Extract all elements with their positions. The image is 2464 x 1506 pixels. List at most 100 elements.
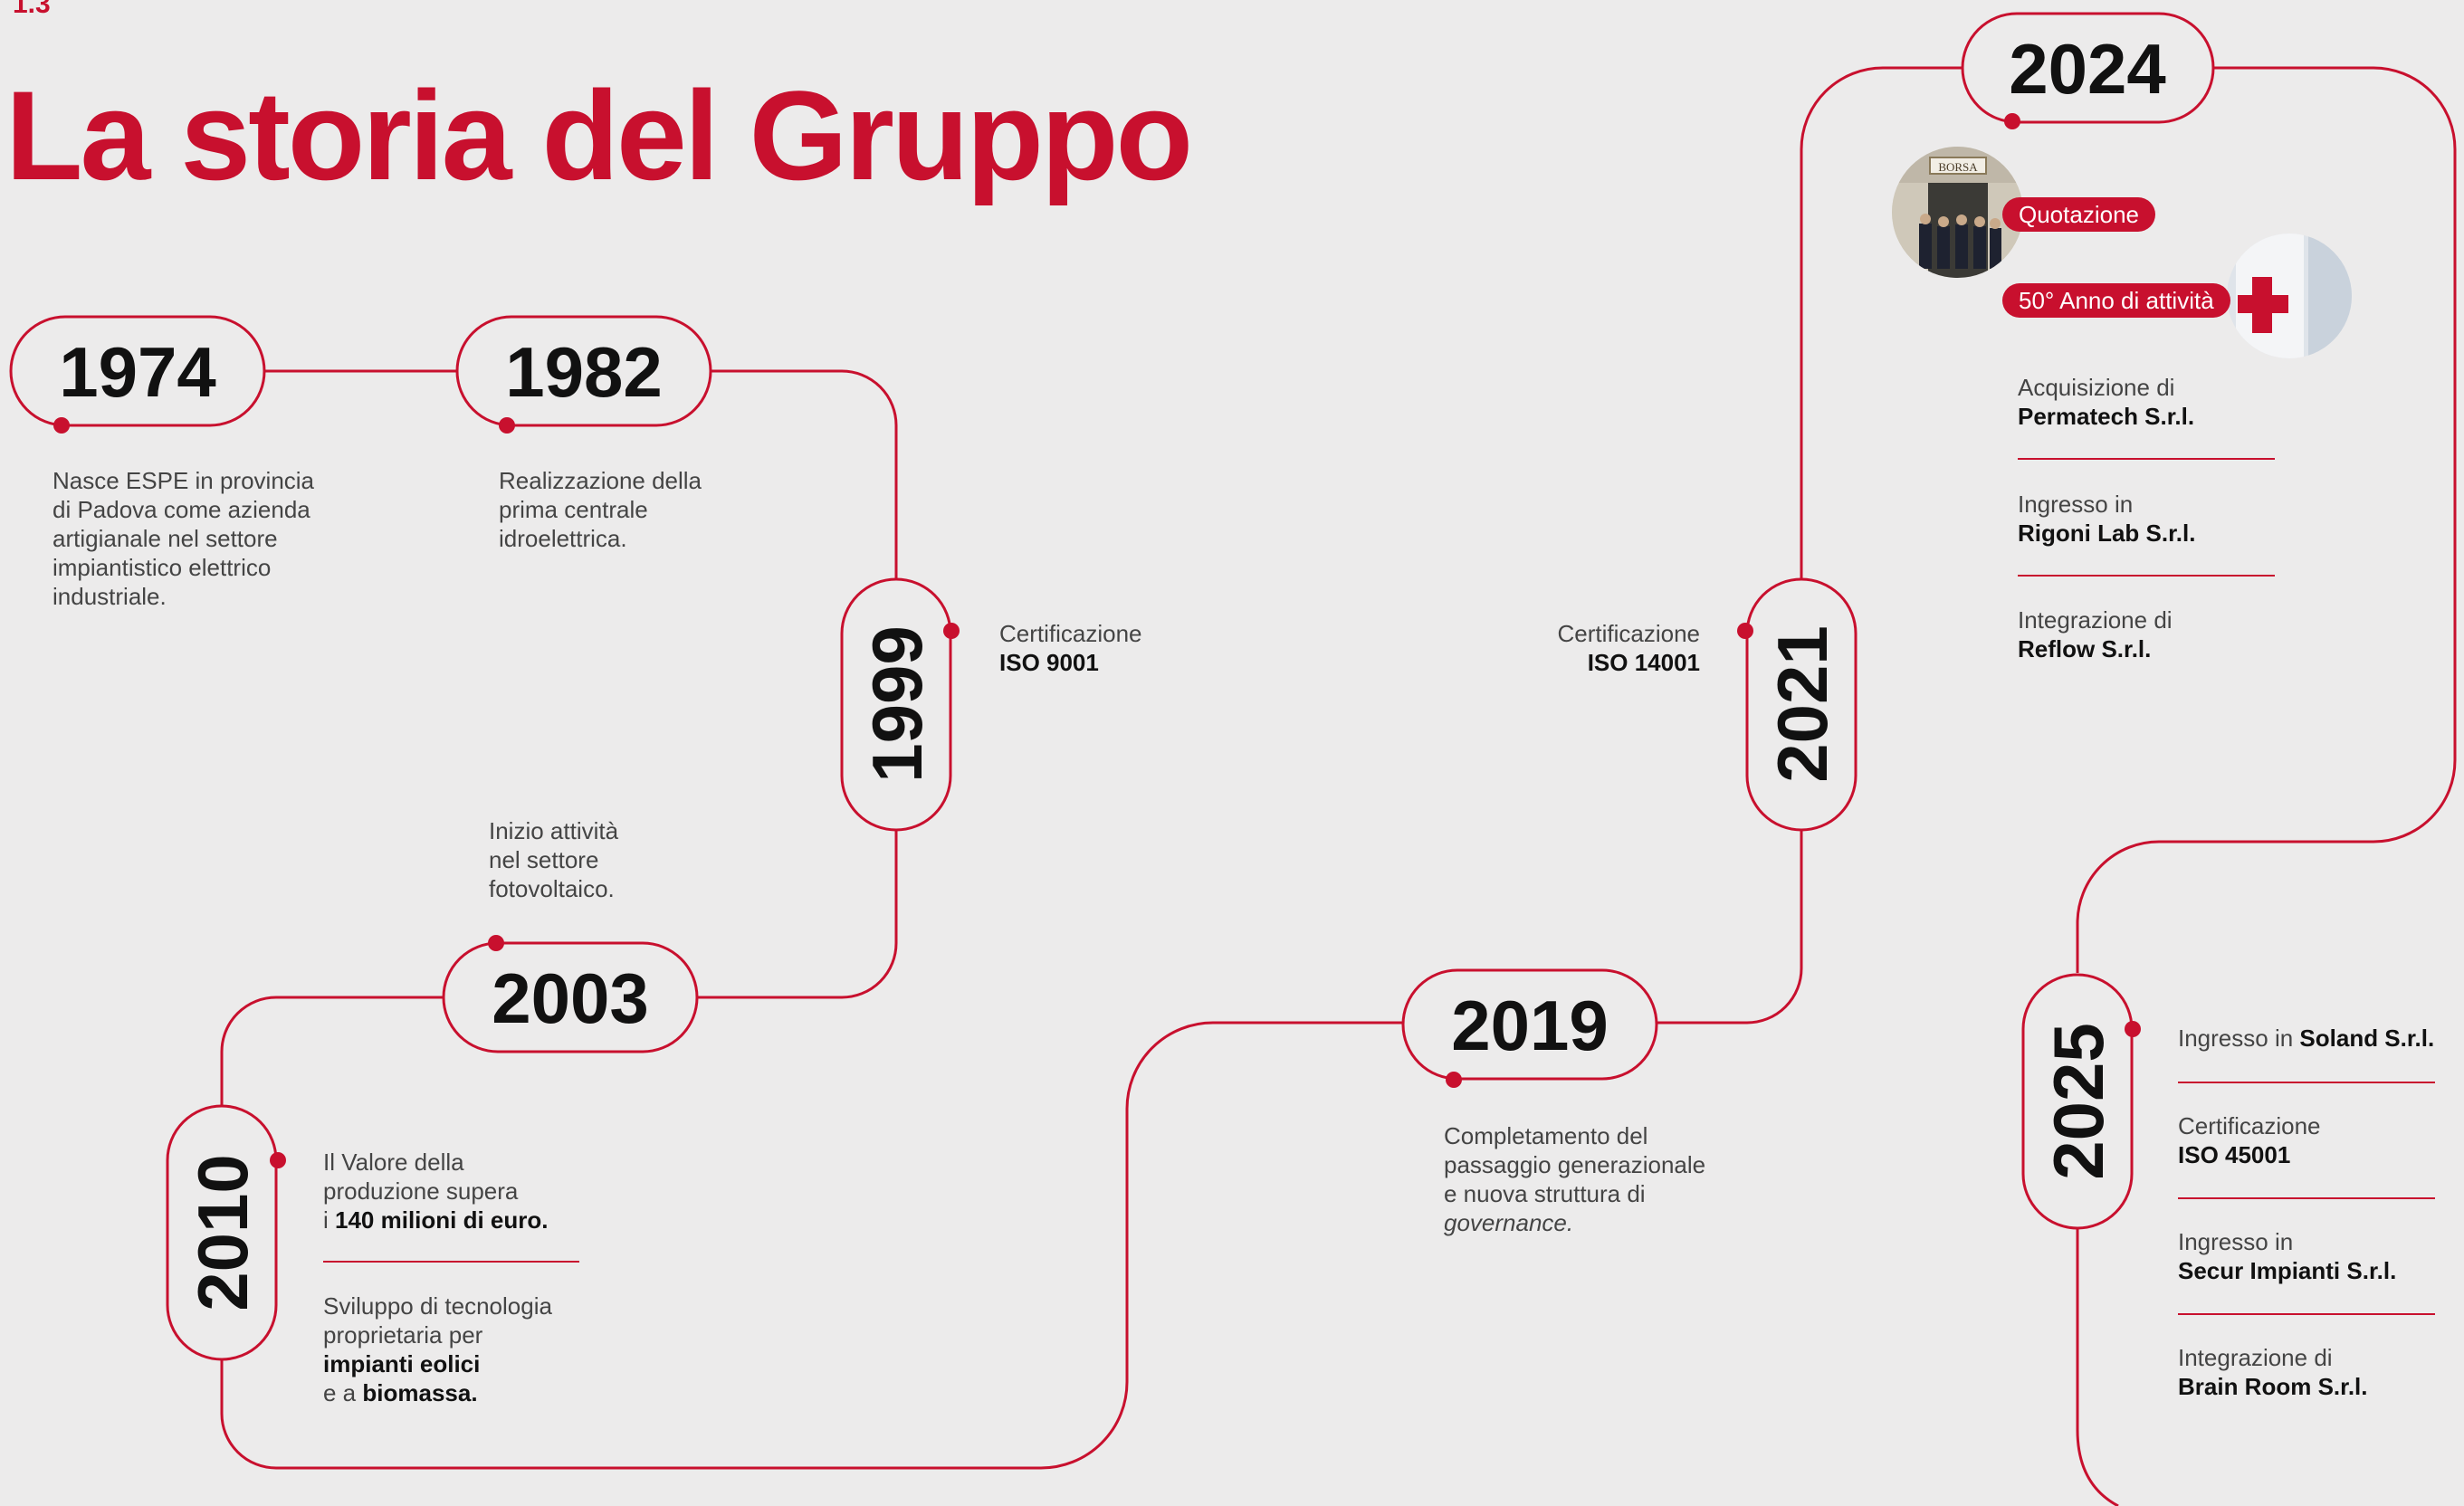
- event-value: ISO 45001: [2178, 1141, 2291, 1168]
- pill-2021: [1745, 577, 1858, 832]
- event-label: Integrazione di: [2178, 1344, 2333, 1371]
- pill-2019: [1401, 968, 1658, 1081]
- event-line: Completamento del: [1444, 1122, 1648, 1149]
- pill-2010: [166, 1104, 278, 1361]
- event-2024-item-3: Integrazione di Reflow S.r.l.: [2018, 605, 2173, 663]
- event-1999-text: Certificazione ISO 9001: [999, 619, 1142, 677]
- divider: [2018, 458, 2275, 460]
- connector-2019-2021: [1657, 830, 1803, 1025]
- borsa-sign: BORSA: [1938, 160, 1978, 174]
- event-line: impiantistico elettrico: [53, 554, 272, 581]
- event-line: di Padova come azienda: [53, 496, 310, 523]
- event-label: Certificazione: [1557, 620, 1700, 647]
- year-1999: 1999: [857, 625, 937, 783]
- event-label: Acquisizione di: [2018, 374, 2175, 401]
- dot-2003: [488, 935, 504, 951]
- event-2024-item-1: Acquisizione di Permatech S.r.l.: [2018, 373, 2194, 431]
- borsa-photo: BORSA: [1892, 147, 2023, 278]
- tag-anniversary: 50° Anno di attività: [2002, 283, 2230, 318]
- pill-2003: [442, 941, 699, 1053]
- event-value: ISO 14001: [1587, 649, 1700, 676]
- event-label: Certificazione: [999, 620, 1142, 647]
- event-2025-item-0: Ingresso in Soland S.r.l.: [2178, 1024, 2434, 1053]
- pill-1999: [840, 577, 952, 832]
- event-line: passaggio generazionale: [1444, 1151, 1706, 1178]
- connector-2024-2025: [2076, 66, 2457, 973]
- event-line: fotovoltaico.: [489, 875, 615, 902]
- event-italic: governance.: [1444, 1209, 1574, 1236]
- divider: [2178, 1197, 2435, 1199]
- year-1974: 1974: [59, 332, 216, 412]
- event-value: Reflow S.r.l.: [2018, 635, 2152, 662]
- event-value: biomassa.: [362, 1379, 478, 1406]
- dot-2010: [270, 1152, 286, 1168]
- event-value: impianti eolici: [323, 1350, 481, 1377]
- year-2024: 2024: [2009, 29, 2166, 109]
- event-label: Ingresso in: [2178, 1228, 2294, 1255]
- dot-2025: [2125, 1021, 2141, 1037]
- tag-quotazione: Quotazione: [2002, 197, 2155, 232]
- divider: [2178, 1082, 2435, 1083]
- event-line: Il Valore della: [323, 1149, 464, 1176]
- event-2010-b-text: Sviluppo di tecnologia proprietaria per …: [323, 1292, 552, 1407]
- connector-2025-end: [2076, 1228, 2119, 1506]
- event-line: prima centrale: [499, 496, 648, 523]
- event-label: Integrazione di: [2018, 606, 2173, 634]
- event-value: Secur Impianti S.r.l.: [2178, 1257, 2397, 1284]
- event-label: Ingresso in: [2178, 1025, 2300, 1052]
- event-value: Brain Room S.r.l.: [2178, 1373, 2368, 1400]
- connector-2003-2010: [220, 996, 444, 1106]
- connector-2010-2019: [220, 1021, 1403, 1470]
- year-2021: 2021: [1762, 625, 1842, 783]
- event-2025-item-1: Certificazione ISO 45001: [2178, 1111, 2321, 1169]
- event-2010-a-text: Il Valore della produzione supera i 140 …: [323, 1148, 549, 1234]
- event-label: Certificazione: [2178, 1112, 2321, 1139]
- dot-1982: [499, 417, 515, 434]
- event-line: Sviluppo di tecnologia: [323, 1292, 552, 1320]
- event-line: e nuova struttura di: [1444, 1180, 1646, 1207]
- event-prefix: i: [323, 1206, 335, 1234]
- divider: [323, 1261, 579, 1263]
- year-2010: 2010: [183, 1154, 263, 1311]
- event-value: 140 milioni di euro.: [335, 1206, 549, 1234]
- event-1974-text: Nasce ESPE in provincia di Padova come a…: [53, 466, 314, 611]
- event-value: Permatech S.r.l.: [2018, 403, 2195, 430]
- event-2025-item-2: Ingresso in Secur Impianti S.r.l.: [2178, 1227, 2396, 1285]
- pill-2024: [1961, 12, 2215, 124]
- event-line: Nasce ESPE in provincia: [53, 467, 315, 494]
- event-value: Soland S.r.l.: [2299, 1025, 2435, 1052]
- event-2003-text: Inizio attività nel settore fotovoltaico…: [489, 816, 618, 903]
- event-prefix: e a: [323, 1379, 363, 1406]
- dot-1974: [53, 417, 70, 434]
- connector-2021-2024: [1800, 66, 1963, 579]
- event-line: produzione supera: [323, 1177, 519, 1205]
- dot-2021: [1737, 623, 1753, 639]
- connector-1982-1999: [711, 369, 898, 579]
- pill-1982: [455, 315, 712, 427]
- divider: [2018, 575, 2275, 577]
- pill-1974: [9, 315, 266, 427]
- divider: [2178, 1313, 2435, 1315]
- event-2019-text: Completamento del passaggio generazional…: [1444, 1121, 1705, 1237]
- dot-2019: [1446, 1072, 1462, 1088]
- event-line: industriale.: [53, 583, 167, 610]
- year-2003: 2003: [492, 958, 649, 1038]
- section-number: 1.3: [13, 0, 51, 19]
- event-line: proprietaria per: [323, 1321, 483, 1349]
- event-line: artigianale nel settore: [53, 525, 278, 552]
- event-2021-text: Certificazione ISO 14001: [1521, 619, 1700, 677]
- event-line: idroelettrica.: [499, 525, 627, 552]
- event-line: Realizzazione della: [499, 467, 702, 494]
- event-line: nel settore: [489, 846, 599, 873]
- connector-1999-2003: [697, 830, 898, 999]
- year-2019: 2019: [1451, 986, 1609, 1065]
- event-2024-item-2: Ingresso in Rigoni Lab S.r.l.: [2018, 490, 2195, 548]
- page-title: La storia del Gruppo: [5, 64, 1193, 206]
- event-2025-item-3: Integrazione di Brain Room S.r.l.: [2178, 1343, 2368, 1401]
- dot-2024: [2004, 113, 2020, 129]
- dot-1999: [943, 623, 960, 639]
- event-1982-text: Realizzazione della prima centrale idroe…: [499, 466, 702, 553]
- year-1982: 1982: [505, 332, 663, 412]
- anniversary-photo: [2227, 234, 2352, 358]
